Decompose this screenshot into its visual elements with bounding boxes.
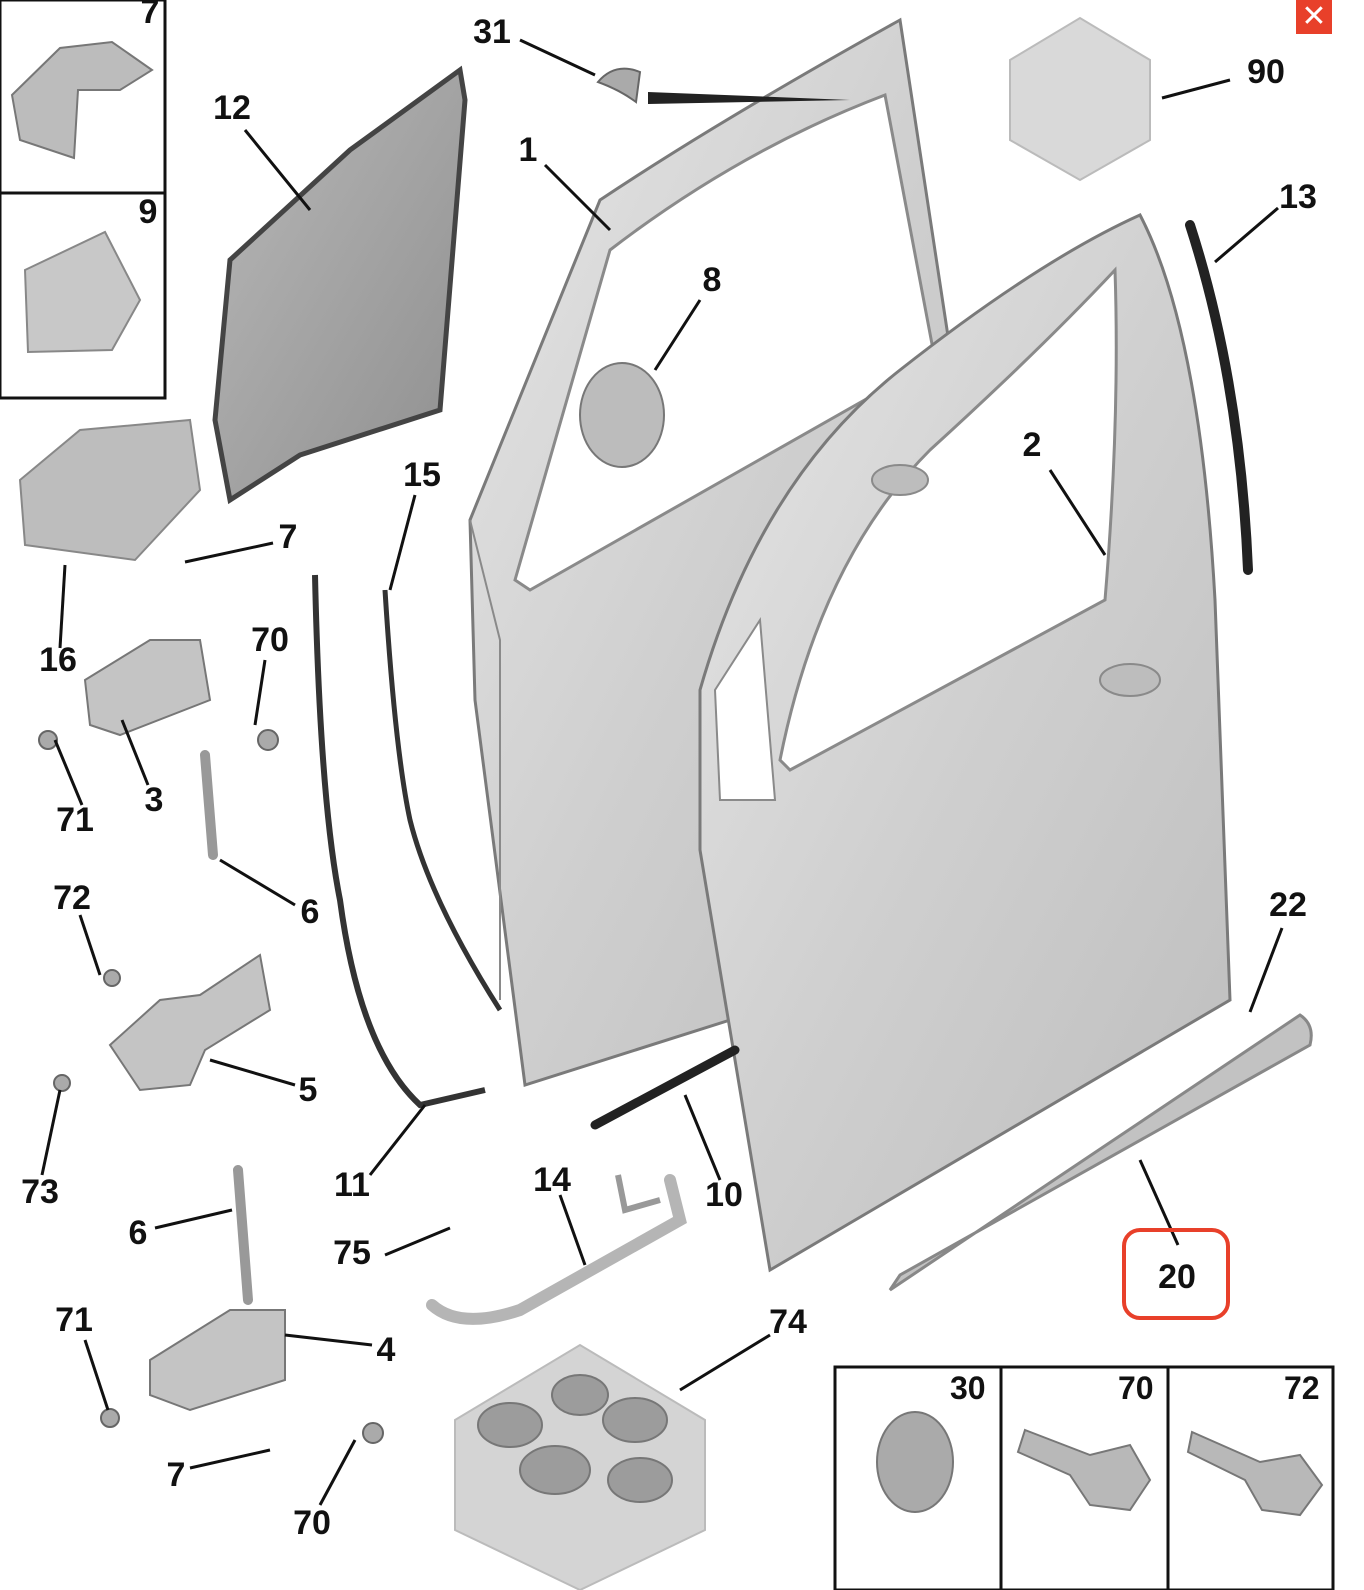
kit-hexagon (1009, 16, 1151, 182)
insulation-block-16 (18, 418, 202, 562)
callout-6-mid: 6 (300, 893, 320, 931)
bolt-6-upper (200, 750, 218, 860)
door-trim-panel (212, 65, 468, 505)
door-check-5 (108, 953, 272, 1092)
callout-11: 11 (334, 1166, 370, 1204)
callout-70-mid: 70 (251, 621, 289, 659)
callout-14: 14 (533, 1161, 571, 1199)
callout-70-low: 70 (293, 1504, 331, 1542)
callout-8: 8 (702, 261, 722, 299)
callout-72: 72 (53, 879, 91, 917)
callout-31: 31 (473, 13, 511, 51)
plug-kit-discs (477, 1374, 673, 1503)
upper-hinge-3 (83, 639, 212, 737)
inset-plug-30 (876, 1411, 954, 1513)
callout-71-mid: 71 (56, 801, 94, 839)
inset-label-72: 72 (1284, 1370, 1320, 1406)
callout-73: 73 (21, 1173, 59, 1211)
callout-22: 22 (1269, 886, 1307, 924)
callout-90: 90 (1247, 53, 1285, 91)
callout-4: 4 (376, 1331, 396, 1369)
fasteners (38, 729, 384, 1444)
callout-12: 12 (213, 89, 251, 127)
callout-20[interactable]: 20 (1158, 1258, 1196, 1296)
sealing-plug (579, 362, 665, 468)
weatherstrip-13 (1185, 220, 1253, 575)
front-door-shell-2 (698, 213, 1232, 1273)
door-seal-11 (312, 574, 486, 1109)
callout-5: 5 (298, 1071, 318, 1109)
callout-13: 13 (1279, 178, 1317, 216)
inset-bolt-72 (1186, 1430, 1324, 1517)
trim-strip (648, 92, 850, 104)
callout-16: 16 (39, 641, 77, 679)
callout-15: 15 (403, 456, 441, 494)
callout-71-low: 71 (55, 1301, 93, 1339)
wiring-harness-14 (426, 1174, 687, 1325)
close-button[interactable]: ✕ (1296, 0, 1332, 34)
callout-9: 9 (138, 193, 158, 231)
inset-bolt-70 (1016, 1428, 1152, 1512)
callout-74: 74 (769, 1303, 807, 1341)
bolt-6-lower (233, 1165, 253, 1305)
callout-75: 75 (333, 1234, 371, 1272)
callout-3: 3 (144, 781, 164, 819)
close-icon: ✕ (1301, 0, 1327, 34)
lower-hinge-4 (149, 1309, 286, 1412)
callout-2: 2 (1022, 426, 1042, 464)
callout-7-top: 7 (140, 0, 160, 31)
callout-7-low: 7 (166, 1456, 186, 1494)
callout-10: 10 (705, 1176, 743, 1214)
clip-part (596, 67, 642, 104)
callout-6-low: 6 (128, 1214, 148, 1252)
callout-7-mid: 7 (278, 518, 298, 556)
seal-strip-10 (590, 1045, 740, 1130)
side-moulding-20 (888, 1013, 1313, 1292)
callout-1: 1 (518, 131, 538, 169)
door-seal-15 (382, 589, 503, 1012)
inset-label-30: 30 (950, 1370, 986, 1406)
inset-label-70: 70 (1118, 1370, 1154, 1406)
highlight-box-20 (1122, 1228, 1230, 1320)
